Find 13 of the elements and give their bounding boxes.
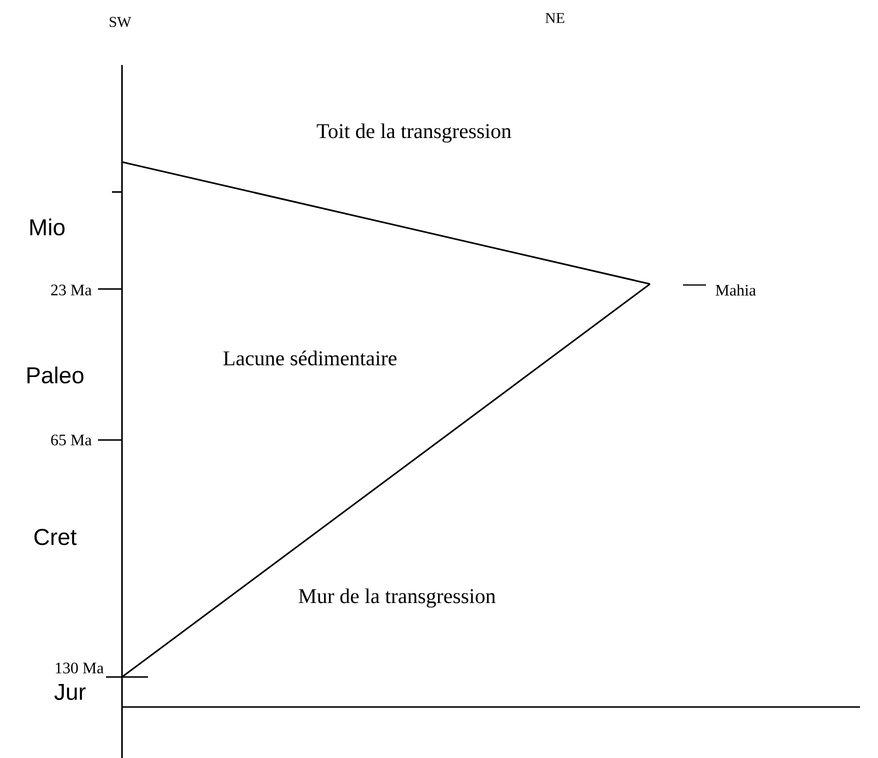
surface-label: Mur de la transgression <box>298 588 496 608</box>
direction-label: SW <box>110 16 132 28</box>
stage-label: Paleo <box>27 366 84 384</box>
stage-label: Jur <box>54 684 86 700</box>
area-label: Lacune sédimentaire <box>223 350 396 366</box>
age-label: 130 Ma <box>56 662 104 674</box>
stage-label: Cret <box>34 528 77 546</box>
age-label: 23 Ma <box>51 284 92 296</box>
direction-label: NE <box>545 13 564 23</box>
surface-label: Toit de la transgression <box>316 123 512 143</box>
age-label: 65 Ma <box>51 434 92 446</box>
locality-label: Mahia <box>716 284 756 296</box>
stage-label: Mio <box>30 218 65 236</box>
